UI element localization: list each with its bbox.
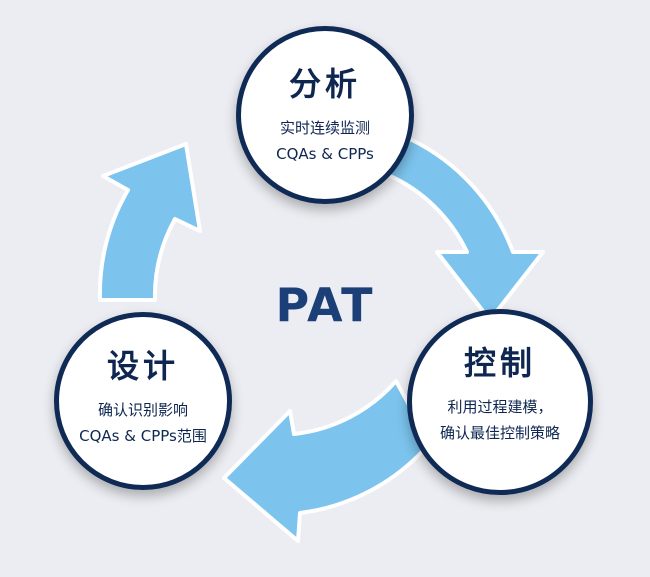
arrow-design-to-analysis (97, 142, 202, 302)
design-line-2: CQAs & CPPs范围 (79, 427, 207, 445)
control-title: 控制 (463, 344, 536, 382)
analysis-line-1: 实时连续监测 (279, 119, 370, 137)
design-line-1: 确认识别影响 (97, 401, 188, 419)
control-node: 控制 利用过程建模， 确认最佳控制策略 (407, 309, 593, 495)
center-title: PAT (275, 278, 375, 332)
design-node: 设计 确认识别影响 CQAs & CPPs范围 (54, 312, 232, 490)
control-line-2: 确认最佳控制策略 (439, 424, 560, 442)
analysis-title: 分析 (288, 65, 361, 103)
design-title: 设计 (106, 347, 179, 385)
control-line-1: 利用过程建模， (447, 398, 553, 416)
analysis-node: 分析 实时连续监测 CQAs & CPPs (236, 26, 414, 204)
analysis-line-2: CQAs & CPPs (276, 145, 374, 163)
arrow-control-to-design (222, 379, 432, 543)
arrow-analysis-to-control (386, 137, 545, 322)
